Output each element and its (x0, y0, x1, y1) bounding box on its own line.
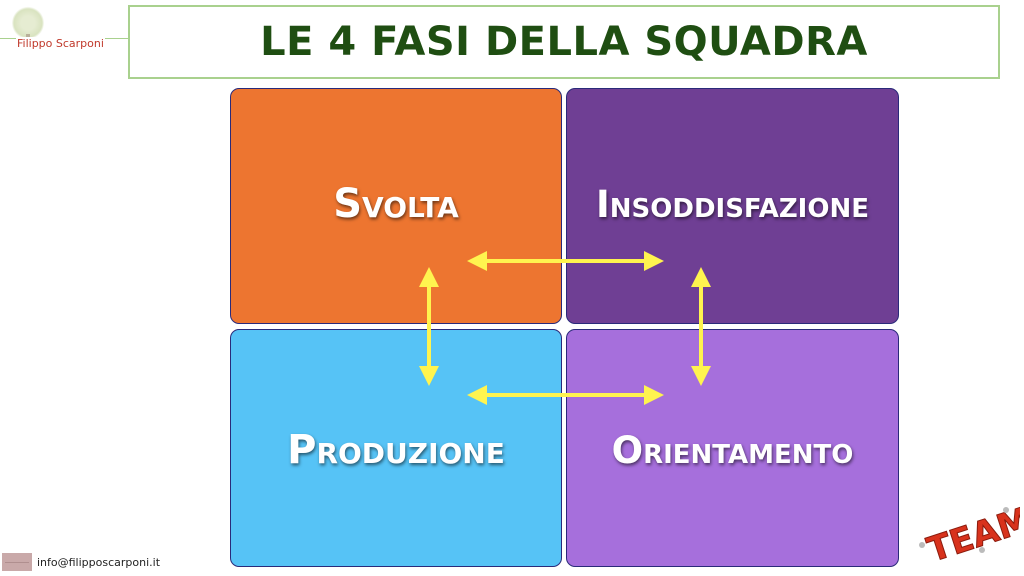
arrow-left-vertical (419, 267, 439, 386)
logo: Filippo Scarponi (4, 6, 128, 56)
mail-icon (2, 553, 32, 571)
footer: info@filipposcarponi.it (2, 553, 160, 571)
logo-text: Filippo Scarponi (16, 37, 105, 50)
phase-label: Insoddisfazione (596, 182, 869, 226)
phase-box-orientamento: Orientamento (566, 329, 899, 567)
arrow-right-vertical (691, 267, 711, 386)
title-box: LE 4 FASI DELLA SQUADRA (128, 5, 1000, 79)
arrow-top-horizontal (467, 251, 664, 271)
phase-box-svolta: Svolta (230, 88, 562, 324)
phase-label: Orientamento (611, 428, 854, 472)
arrow-bottom-horizontal (467, 385, 664, 405)
email-link[interactable]: info@filipposcarponi.it (37, 555, 161, 569)
phase-label: Produzione (287, 427, 505, 473)
phase-label: Svolta (333, 181, 459, 227)
phase-box-produzione: Produzione (230, 329, 562, 567)
page-title: LE 4 FASI DELLA SQUADRA (260, 19, 868, 65)
phase-box-insoddisfazione: Insoddisfazione (566, 88, 899, 324)
team-image: TEAM (919, 499, 1020, 570)
